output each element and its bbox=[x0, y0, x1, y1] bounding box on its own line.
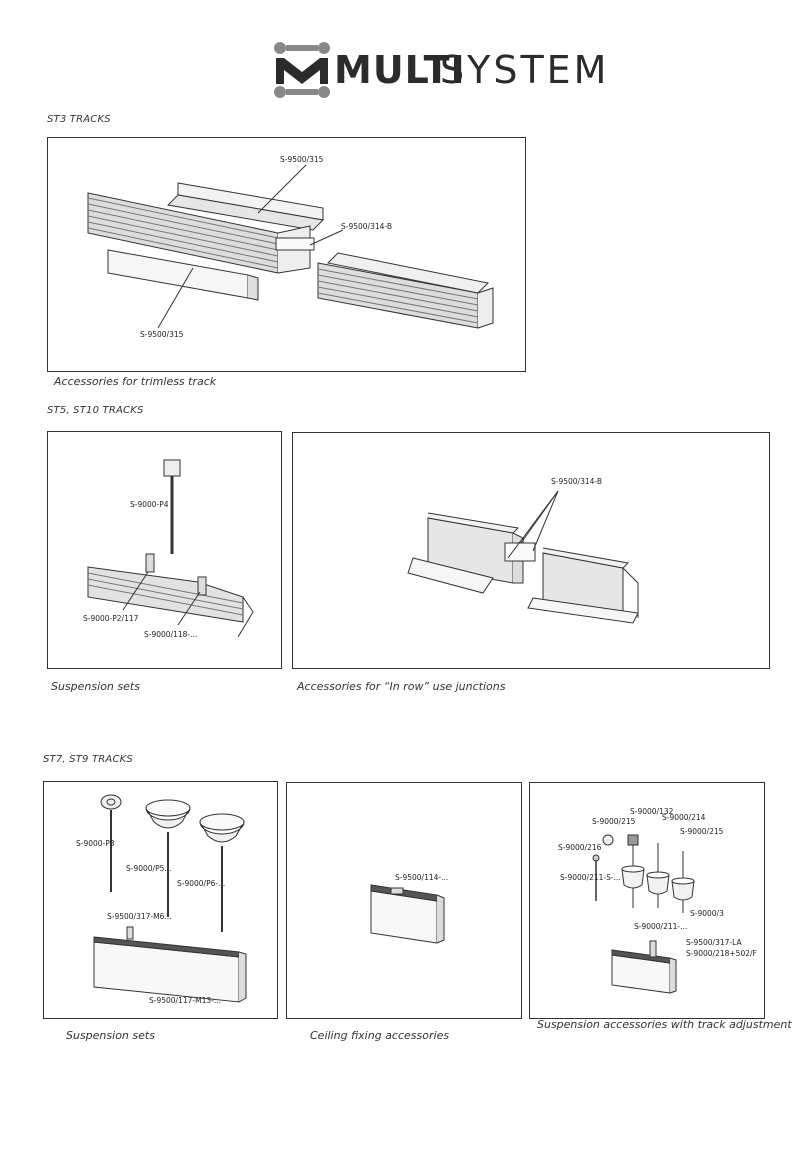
label-s9000-p4: S-9000-P4 bbox=[130, 500, 169, 509]
label-s9000-3: S-9000/3 bbox=[690, 909, 724, 918]
panel-trimless-track: S-9500/315 S-9500/314-B S-9500/315 bbox=[47, 137, 526, 372]
caption-suspension-1: Suspension sets bbox=[51, 680, 140, 693]
label-s9500-315-bottom: S-9500/315 bbox=[140, 330, 184, 339]
suspension-sets-drawing-2 bbox=[93, 794, 247, 1003]
caption-suspension-2: Suspension sets bbox=[66, 1029, 155, 1042]
panel-suspension-adjust: S-9000/132 S-9000/215 S-9000/214 S-9000/… bbox=[529, 782, 765, 1019]
label-s9500-117-m13: S-9500/117-M13-... bbox=[149, 996, 221, 1005]
suspension-sets-drawing-1 bbox=[87, 459, 254, 638]
panel-in-row-junctions: S-9500/314-B bbox=[292, 432, 770, 669]
section-title-st3: ST3 TRACKS bbox=[47, 114, 111, 125]
label-s9500-314b: S-9500/314-B bbox=[341, 222, 392, 231]
label-s9000-p6: S-9000/P6-... bbox=[177, 879, 226, 888]
label-s9000-215-b: S-9000/215 bbox=[680, 827, 724, 836]
label-s9000-214: S-9000/214 bbox=[662, 813, 706, 822]
in-row-junctions-drawing bbox=[407, 490, 639, 624]
panel-suspension-sets-2: S-9000-P3 S-9000/P5... S-9000/P6-... S-9… bbox=[43, 781, 278, 1019]
ceiling-fixing-drawing bbox=[370, 884, 445, 944]
label-s9000-p5: S-9000/P5... bbox=[126, 864, 172, 873]
label-s9500-315-top: S-9500/315 bbox=[280, 155, 324, 164]
label-s9000-216: S-9000/216 bbox=[558, 843, 602, 852]
label-s9500-317-m6: S-9500/317-M6... bbox=[107, 912, 172, 921]
brand-logo: MULTI SYSTEM bbox=[272, 40, 606, 100]
logo-text-thin: SYSTEM bbox=[440, 48, 610, 92]
label-s9500-114: S-9500/114-... bbox=[395, 873, 449, 882]
label-s9000-211-s: S-9000/211-S-... bbox=[560, 873, 621, 882]
section-title-st7: ST7, ST9 TRACKS bbox=[43, 754, 133, 765]
label-s9000-218-502f: S-9000/218+502/F bbox=[686, 949, 757, 958]
label-s9000-132: S-9000/132 bbox=[630, 807, 674, 816]
panel-suspension-sets-1: S-9000-P4 S-9000-P2/117 S-9000/118-... bbox=[47, 431, 282, 669]
label-s9500-314b-row: S-9500/314-B bbox=[551, 477, 602, 486]
suspension-adjust-drawing bbox=[592, 834, 695, 994]
trimless-track-drawing bbox=[87, 164, 494, 329]
label-s9000-p2-117: S-9000-P2/117 bbox=[83, 614, 139, 623]
label-s9000-118: S-9000/118-... bbox=[144, 630, 198, 639]
label-s9000-211: S-9000/211-... bbox=[634, 922, 688, 931]
label-s9000-215-a: S-9000/215 bbox=[592, 817, 636, 826]
label-s9000-p3: S-9000-P3 bbox=[76, 839, 115, 848]
section-title-st5: ST5, ST10 TRACKS bbox=[47, 405, 144, 416]
caption-ceiling: Ceiling fixing accessories bbox=[310, 1029, 450, 1042]
label-s9500-317-la: S-9500/317-LA bbox=[686, 938, 742, 947]
logo-text-bold: MULTI bbox=[334, 48, 466, 92]
logo-mark-icon bbox=[274, 42, 330, 98]
panel-ceiling-fixing: S-9500/114-... bbox=[286, 782, 522, 1019]
caption-trimless: Accessories for trimless track bbox=[54, 375, 217, 388]
caption-adjust: Suspension accessories with track adjust… bbox=[537, 1018, 792, 1031]
caption-in-row: Accessories for “In row” use junctions bbox=[297, 680, 506, 693]
